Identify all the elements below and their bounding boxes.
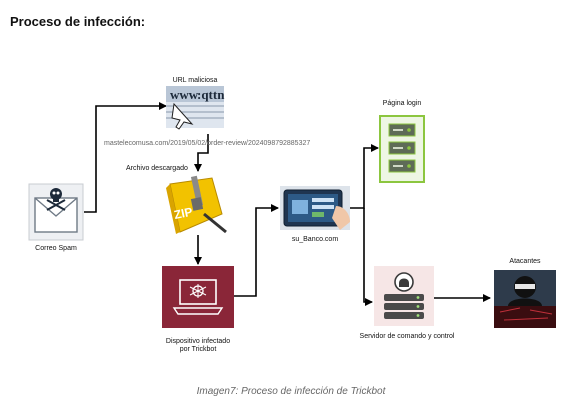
banking-tablet-icon: [280, 186, 350, 230]
figure-caption: Imagen7: Proceso de infección de Trickbo…: [196, 386, 386, 397]
connectors: [84, 102, 491, 306]
arrow-device-to-bank: [234, 204, 279, 297]
svg-text:www: www: [170, 87, 199, 102]
server-stack-icon: [379, 115, 425, 183]
spam-envelope-skull-icon: [28, 183, 84, 241]
page-title: Proceso de infección:: [10, 14, 146, 29]
attackers-label: Atacantes: [509, 258, 541, 265]
arrow-url-to-zip: [194, 134, 209, 172]
svg-text:ZIP: ZIP: [173, 205, 194, 223]
bank-label: su_Banco.com: [291, 236, 339, 243]
arrow-spam-to-url: [84, 102, 167, 213]
infected-laptop-icon: [162, 266, 234, 328]
zip-label: Archivo descargado: [126, 165, 188, 172]
c2-label: Servidor de comando y control: [359, 333, 455, 340]
command-server-icon: [374, 266, 434, 326]
arrow-bank-to-login: [350, 144, 379, 209]
www-url-cursor-icon: www :qttn: [166, 86, 225, 130]
malicious-url-text: mastelecomusa.com/2019/05/02/order-revie…: [104, 140, 311, 147]
spam-label: Correo Spam: [35, 245, 77, 252]
hacker-icon: [494, 270, 556, 328]
arrow-bank-to-c2: [363, 208, 373, 306]
device-label: Dispositivo infectado por Trickbot: [165, 338, 231, 353]
url-label: URL maliciosa: [172, 77, 218, 84]
zip-archive-icon: ZIP: [166, 175, 227, 234]
login-label: Página login: [382, 100, 422, 107]
svg-text::qttn: :qttn: [197, 87, 225, 102]
